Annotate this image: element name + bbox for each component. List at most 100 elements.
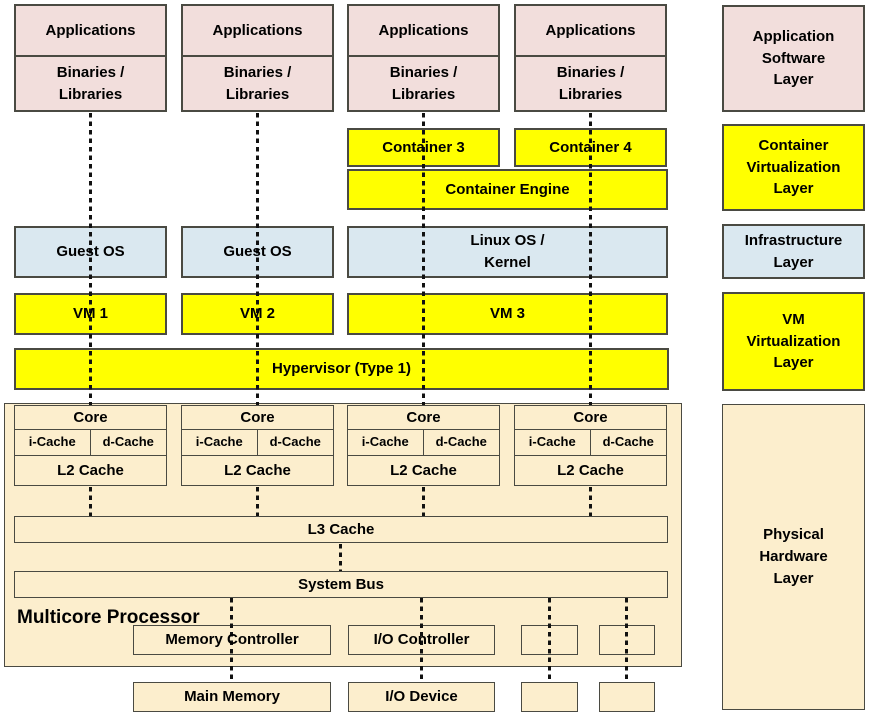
legend-label-line1: Container bbox=[758, 136, 829, 154]
container-4-label: Container 4 bbox=[549, 138, 632, 156]
vm3-label: VM 3 bbox=[489, 305, 525, 323]
legend-label-line3: Layer bbox=[773, 354, 814, 372]
core-label: Core bbox=[573, 408, 608, 426]
icache-box: i-Cache bbox=[15, 430, 91, 455]
device-box-empty-2 bbox=[599, 682, 655, 712]
dcache-label: d-Cache bbox=[269, 434, 321, 450]
legend-label-line1: Physical bbox=[763, 526, 824, 544]
l2-cache-box: L2 Cache bbox=[15, 456, 166, 485]
core-label: Core bbox=[73, 408, 108, 426]
main-memory-box: Main Memory bbox=[133, 682, 331, 712]
vm1-label: VM 1 bbox=[72, 305, 108, 323]
dashed-connector-bus-dev2 bbox=[625, 598, 628, 682]
l2-cache-box: L2 Cache bbox=[348, 456, 499, 485]
binaries-box-2: Binaries / Libraries bbox=[183, 57, 332, 110]
binaries-label-line2: Libraries bbox=[58, 85, 123, 103]
applications-box-1: Applications bbox=[16, 6, 165, 57]
legend-label-line3: Layer bbox=[773, 569, 814, 587]
legend-infrastructure-layer: Infrastructure Layer bbox=[722, 224, 865, 279]
applications-label: Applications bbox=[45, 21, 136, 39]
binaries-label-line2: Libraries bbox=[225, 85, 290, 103]
dcache-box: d-Cache bbox=[258, 430, 334, 455]
linux-os-label-line2: Kernel bbox=[484, 254, 531, 271]
binaries-box-1: Binaries / Libraries bbox=[16, 57, 165, 110]
app-stack-4: Applications Binaries / Libraries bbox=[514, 4, 667, 112]
dashed-connector-l2-l3-3 bbox=[422, 487, 425, 516]
dashed-connector-bus-memory bbox=[230, 598, 233, 682]
binaries-box-4: Binaries / Libraries bbox=[516, 57, 665, 110]
dcache-label: d-Cache bbox=[102, 434, 154, 450]
legend-container-virtualization-layer: Container Virtualization Layer bbox=[722, 124, 865, 211]
hypervisor-box: Hypervisor (Type 1) bbox=[14, 348, 669, 390]
dashed-connector-l2-l3-1 bbox=[89, 487, 92, 516]
dcache-label: d-Cache bbox=[602, 434, 654, 450]
legend-vm-virtualization-layer: VM Virtualization Layer bbox=[722, 292, 865, 391]
container-engine-label: Container Engine bbox=[445, 180, 570, 198]
binaries-label-line1: Binaries / bbox=[556, 63, 625, 81]
dcache-box: d-Cache bbox=[424, 430, 500, 455]
processor-label-line2: Processor bbox=[106, 607, 200, 628]
core-title-box: Core bbox=[15, 406, 166, 430]
l2-cache-label: L2 Cache bbox=[390, 461, 457, 479]
applications-label: Applications bbox=[212, 21, 303, 39]
core-block-4: Core i-Cache d-Cache L2 Cache bbox=[514, 405, 667, 486]
binaries-label-line2: Libraries bbox=[391, 85, 456, 103]
core-title-box: Core bbox=[515, 406, 666, 430]
dashed-connector-l2-l3-4 bbox=[589, 487, 592, 516]
main-memory-label: Main Memory bbox=[184, 688, 280, 706]
icache-label: i-Cache bbox=[528, 434, 576, 450]
multicore-label-line1: Multicore bbox=[17, 607, 102, 628]
container-engine-box: Container Engine bbox=[347, 169, 668, 210]
vm3-box: VM 3 bbox=[347, 293, 668, 335]
multicore-processor-label: Multicore Processor bbox=[17, 603, 200, 632]
dashed-connector-col1 bbox=[89, 113, 92, 405]
hypervisor-label: Hypervisor (Type 1) bbox=[272, 360, 411, 378]
l2-cache-box: L2 Cache bbox=[182, 456, 333, 485]
legend-label-line1: Infrastructure bbox=[744, 231, 843, 249]
device-box-empty-1 bbox=[521, 682, 578, 712]
legend-label-line3: Layer bbox=[773, 71, 814, 89]
icache-label: i-Cache bbox=[361, 434, 409, 450]
l2-cache-box: L2 Cache bbox=[515, 456, 666, 485]
vm2-label: VM 2 bbox=[239, 305, 275, 323]
dcache-box: d-Cache bbox=[591, 430, 667, 455]
l2-cache-label: L2 Cache bbox=[224, 461, 291, 479]
icache-label: i-Cache bbox=[28, 434, 76, 450]
binaries-label-line1: Binaries / bbox=[223, 63, 292, 81]
dashed-connector-col3 bbox=[422, 113, 425, 405]
io-device-box: I/O Device bbox=[348, 682, 495, 712]
io-controller-box: I/O Controller bbox=[348, 625, 495, 655]
app-stack-3: Applications Binaries / Libraries bbox=[347, 4, 500, 112]
legend-label-line1: Application bbox=[752, 27, 835, 45]
guest-os-label: Guest OS bbox=[223, 243, 292, 261]
system-bus-box: System Bus bbox=[14, 571, 668, 598]
legend-physical-hardware-layer: Physical Hardware Layer bbox=[722, 404, 865, 710]
applications-box-3: Applications bbox=[349, 6, 498, 57]
legend-label-line2: Software bbox=[761, 49, 826, 67]
legend-label-line2: Virtualization bbox=[746, 158, 841, 176]
legend-application-software-layer: Application Software Layer bbox=[722, 5, 865, 112]
core-cache-row: i-Cache d-Cache bbox=[515, 430, 666, 456]
dcache-label: d-Cache bbox=[435, 434, 487, 450]
applications-box-2: Applications bbox=[183, 6, 332, 57]
dashed-connector-col4 bbox=[589, 113, 592, 405]
core-label: Core bbox=[240, 408, 275, 426]
binaries-label-line1: Binaries / bbox=[56, 63, 125, 81]
binaries-box-3: Binaries / Libraries bbox=[349, 57, 498, 110]
legend-label-line2: Virtualization bbox=[746, 332, 841, 350]
icache-label: i-Cache bbox=[195, 434, 243, 450]
icache-box: i-Cache bbox=[182, 430, 258, 455]
applications-label: Applications bbox=[545, 21, 636, 39]
core-cache-row: i-Cache d-Cache bbox=[348, 430, 499, 456]
io-device-label: I/O Device bbox=[385, 688, 458, 706]
binaries-label-line2: Libraries bbox=[558, 85, 623, 103]
core-block-1: Core i-Cache d-Cache L2 Cache bbox=[14, 405, 167, 486]
linux-os-kernel-box: Linux OS / Kernel bbox=[347, 226, 668, 278]
core-block-2: Core i-Cache d-Cache L2 Cache bbox=[181, 405, 334, 486]
applications-box-4: Applications bbox=[516, 6, 665, 57]
dashed-connector-bus-io bbox=[420, 598, 423, 682]
dcache-box: d-Cache bbox=[91, 430, 167, 455]
app-stack-1: Applications Binaries / Libraries bbox=[14, 4, 167, 112]
l3-cache-box: L3 Cache bbox=[14, 516, 668, 543]
